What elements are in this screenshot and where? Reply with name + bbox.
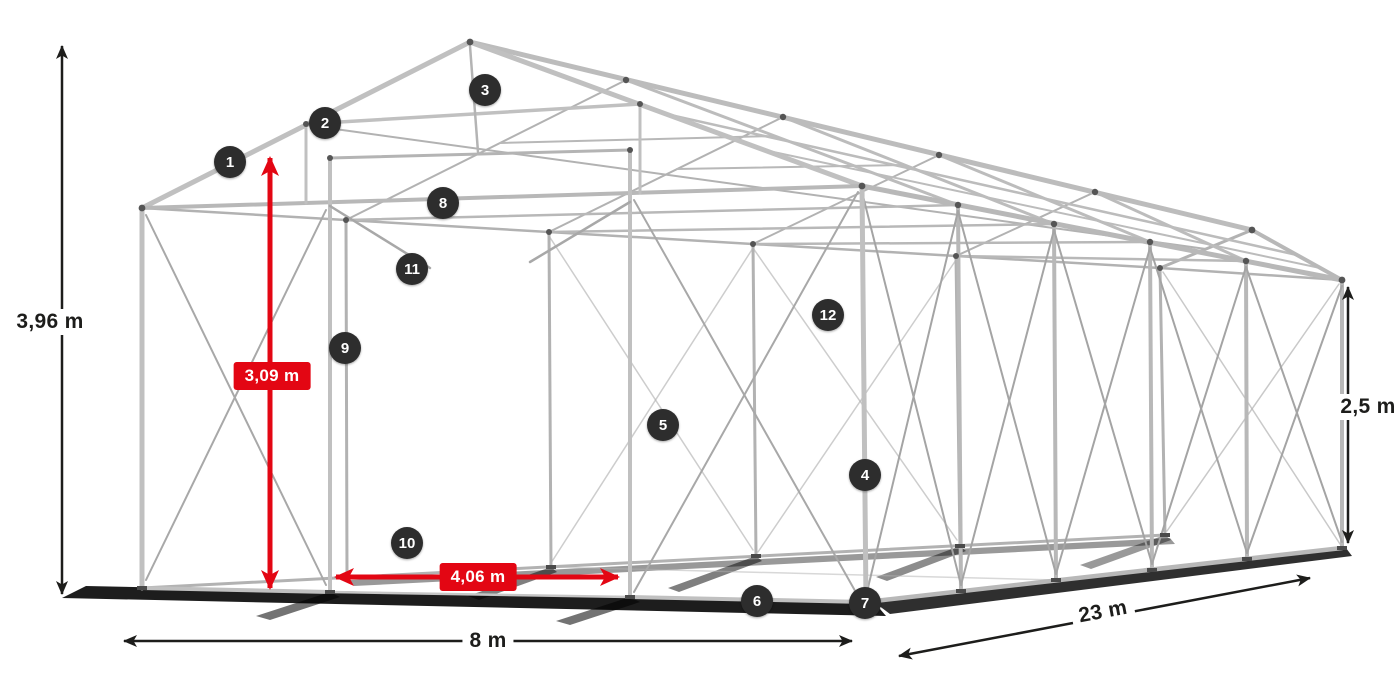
joint-connectors <box>138 38 1346 284</box>
part-marker-4[interactable]: 4 <box>849 459 881 491</box>
part-marker-9[interactable]: 9 <box>329 332 361 364</box>
dimension-label-total-height: 3,96 m <box>9 309 91 335</box>
part-marker-5[interactable]: 5 <box>647 409 679 441</box>
part-marker-10[interactable]: 10 <box>391 527 423 559</box>
front-gable <box>139 39 869 605</box>
part-marker-11[interactable]: 11 <box>396 253 428 285</box>
roof-structure <box>467 39 1321 269</box>
part-marker-2[interactable]: 2 <box>309 107 341 139</box>
part-marker-7[interactable]: 7 <box>849 587 881 619</box>
part-marker-12[interactable]: 12 <box>812 299 844 331</box>
ground-shadows <box>62 535 1352 625</box>
dimension-label-passage-height: 3,09 m <box>233 362 311 390</box>
dimension-label-passage-width: 4,06 m <box>439 563 517 591</box>
dimension-label-side-height: 2,5 m <box>1333 394 1400 420</box>
part-marker-1[interactable]: 1 <box>214 146 246 178</box>
far-structure <box>140 79 1344 590</box>
part-marker-6[interactable]: 6 <box>741 585 773 617</box>
part-marker-3[interactable]: 3 <box>469 74 501 106</box>
part-marker-8[interactable]: 8 <box>427 187 459 219</box>
dimension-label-front-width: 8 m <box>462 628 514 654</box>
